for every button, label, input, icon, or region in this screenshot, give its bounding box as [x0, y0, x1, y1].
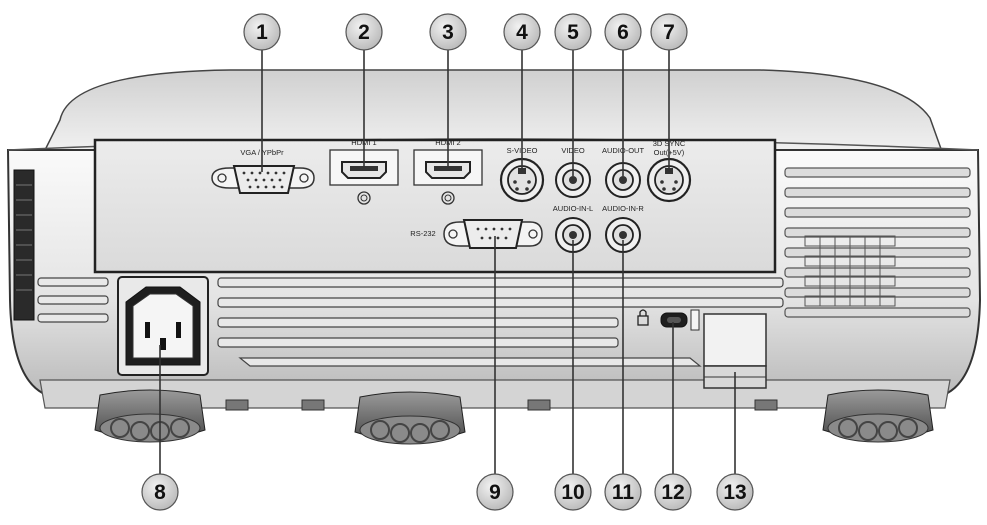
- audio-in-r-label: AUDIO-IN-R: [602, 204, 644, 213]
- callout-8: 8: [141, 473, 179, 511]
- callout-3: 3: [429, 13, 467, 51]
- callout-11: 11: [604, 473, 642, 511]
- callout-number: 13: [723, 481, 746, 504]
- audio-in-l-label: AUDIO-IN-L: [553, 204, 593, 213]
- callout-number: 2: [358, 21, 370, 44]
- right-vent-slats: [784, 167, 971, 318]
- video-port: [555, 162, 591, 198]
- foot-right: [822, 389, 934, 443]
- vent-grid: [804, 235, 896, 307]
- callout-number: 5: [567, 21, 579, 44]
- callout-4: 4: [503, 13, 541, 51]
- callout-9: 9: [476, 473, 514, 511]
- callout-number: 9: [489, 481, 501, 504]
- svideo-port: [499, 157, 545, 203]
- lower-vent-slats: [217, 277, 784, 367]
- callout-2: 2: [345, 13, 383, 51]
- callout-number: 4: [516, 21, 528, 44]
- callout-leaders: [159, 50, 736, 475]
- callout-6: 6: [604, 13, 642, 51]
- callout-number: 8: [154, 481, 166, 504]
- callout-number: 11: [612, 481, 635, 504]
- callout-number: 12: [661, 481, 684, 504]
- callout-number: 10: [561, 481, 584, 504]
- vga-port: [211, 165, 315, 194]
- lock-icon: [637, 309, 649, 326]
- audio-in-l-port: [555, 217, 591, 253]
- bottom-tabs: [225, 399, 778, 411]
- kensington-lock-slot: [660, 309, 700, 331]
- foot-center: [354, 391, 466, 445]
- rs232-port: [443, 219, 543, 249]
- callout-1: 1: [243, 13, 281, 51]
- callout-5: 5: [554, 13, 592, 51]
- 3d-sync-port: [646, 157, 692, 203]
- left-vent: [16, 184, 32, 291]
- callout-number: 1: [256, 21, 268, 44]
- left-lower-slats: [37, 277, 109, 323]
- callout-number: 7: [663, 21, 675, 44]
- rs232-label: RS-232: [410, 229, 435, 238]
- callout-13: 13: [716, 473, 754, 511]
- audio-out-port: [605, 162, 641, 198]
- callout-12: 12: [654, 473, 692, 511]
- foot-left: [94, 389, 206, 443]
- callout-number: 3: [442, 21, 454, 44]
- callout-10: 10: [554, 473, 592, 511]
- security-bar: [703, 313, 767, 389]
- callout-number: 6: [617, 21, 629, 44]
- callout-7: 7: [650, 13, 688, 51]
- power-socket: [117, 276, 209, 376]
